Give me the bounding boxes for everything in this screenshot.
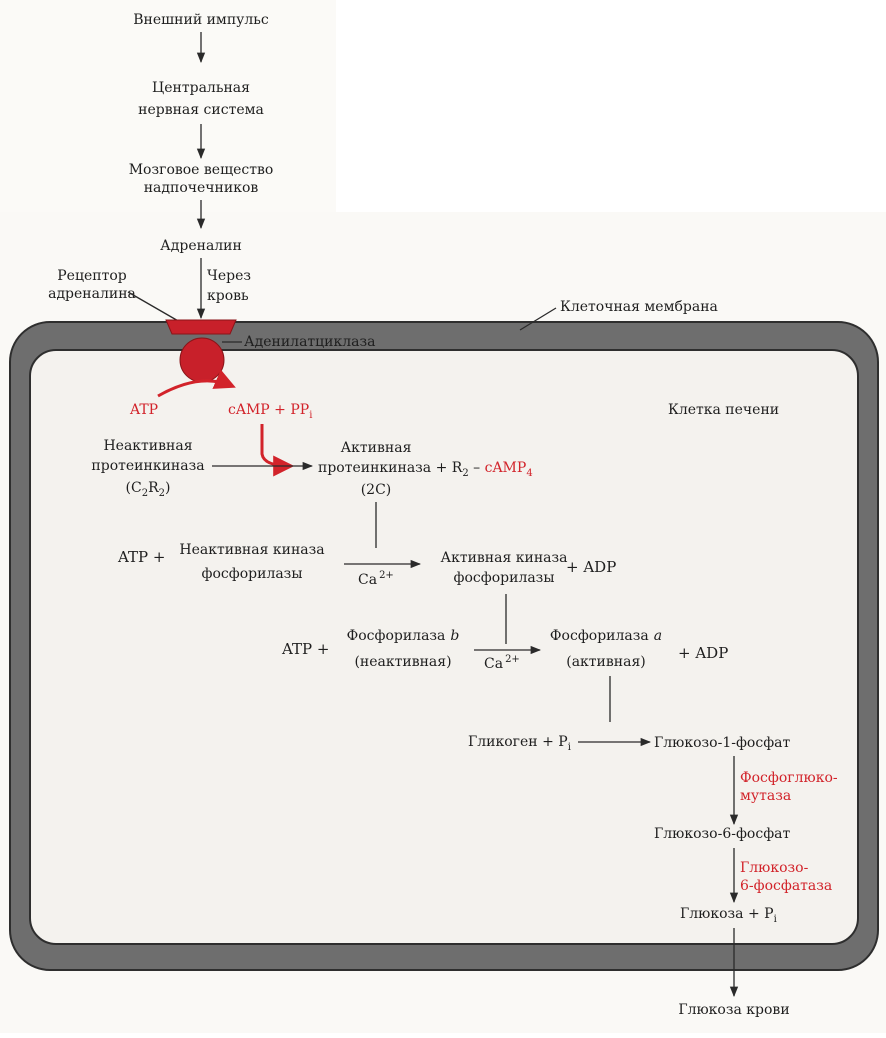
label-medulla-line2: надпочечников <box>144 180 259 196</box>
glycogen-main: Гликоген + P <box>468 734 568 750</box>
phosphorylase-b-letter: b <box>450 628 459 644</box>
page-bg-top-left <box>0 0 336 212</box>
label-phosphorylase-b-line2: (неактивная) <box>354 654 451 670</box>
label-via-blood-line1: Через <box>207 268 251 284</box>
label-via-blood-line2: кровь <box>207 288 249 304</box>
pk-formula-sub1: 2 <box>142 488 148 499</box>
label-camp-ppi: cAMP + PPi <box>228 402 312 421</box>
cell-interior <box>29 349 859 945</box>
pk-formula-mid: R <box>148 480 159 496</box>
pk-formula-open: (C <box>126 480 142 496</box>
label-inactive-kinase-line1: Неактивная киназа <box>179 542 324 558</box>
page-bg-top-right <box>336 0 886 212</box>
ca1-sup: 2+ <box>379 570 394 581</box>
active-pk-camp-sub: 4 <box>526 468 532 479</box>
label-medulla-line1: Мозговое вещество <box>129 162 274 178</box>
leader-cell-membrane <box>519 307 557 331</box>
active-pk-camp: cAMP <box>485 460 527 476</box>
label-active-kinase-line1: Активная киназа <box>440 550 567 566</box>
glycogen-sub: i <box>568 742 571 753</box>
label-active-pk-formula: (2C) <box>361 482 392 498</box>
active-pk-r-sub: 2 <box>462 468 468 479</box>
label-g6p: Глюкозо-6-фосфат <box>654 826 790 842</box>
ca1-main: Ca <box>358 572 377 588</box>
label-active-kinase-line2: фосфорилазы <box>454 570 555 586</box>
glucose-sub: i <box>774 914 777 925</box>
label-receptor-line1: Рецептор <box>57 268 126 284</box>
active-pk-dash: – <box>469 460 485 476</box>
label-atp-plus-1: ATP + <box>117 548 165 566</box>
label-cell-membrane: Клеточная мембрана <box>560 299 718 315</box>
label-atp-red: ATP <box>129 402 158 418</box>
label-blood-glucose: Глюкоза крови <box>678 1002 789 1018</box>
arrow-atp-camp <box>157 369 236 398</box>
label-external-impulse: Внешний импульс <box>133 12 269 28</box>
phosphorylase-b-word: Фосфорилаза <box>347 628 446 644</box>
label-inactive-pk-line1: Неактивная <box>103 438 192 454</box>
label-phosphoglucomutase-line1: Фосфоглюко- <box>740 770 838 786</box>
label-phosphoglucomutase-line2: мутаза <box>740 788 791 804</box>
pk-formula-close: ) <box>165 480 170 496</box>
label-glycogen: Гликоген + Pi <box>468 734 571 753</box>
label-glucose: Глюкоза + Pi <box>680 906 777 925</box>
leader-receptor <box>127 291 181 323</box>
camp-ppi-sub: i <box>309 410 312 421</box>
label-g1p: Глюкозо-1-фосфат <box>654 735 790 751</box>
adenylate-cyclase-shape <box>179 337 225 383</box>
label-adp-2: + ADP <box>678 644 728 662</box>
camp-ppi-main: cAMP + PP <box>228 402 309 418</box>
label-phosphorylase-a-line2: (активная) <box>566 654 646 670</box>
label-receptor-line2: адреналина <box>48 286 136 302</box>
label-adp-1: + ADP <box>566 558 616 576</box>
phosphorylase-a-letter: a <box>654 628 662 644</box>
label-adrenaline: Адреналин <box>160 238 242 254</box>
adrenaline-receptor-shape <box>165 319 237 335</box>
label-phosphorylase-a-line1: Фосфорилаза a <box>550 628 662 644</box>
label-active-pk-line1: Активная <box>341 440 412 456</box>
label-adenylate-cyclase: Аденилатциклаза <box>244 334 375 350</box>
label-inactive-pk-formula: (C2R2) <box>126 480 171 499</box>
ca2-sup: 2+ <box>505 654 520 665</box>
ca2-main: Ca <box>484 656 503 672</box>
pk-formula-sub2: 2 <box>159 488 165 499</box>
label-cns-line2: нервная система <box>138 102 264 118</box>
label-liver-cell: Клетка печени <box>668 402 779 418</box>
label-inactive-pk-line2: протеинкиназа <box>91 458 204 474</box>
glucose-main: Глюкоза + P <box>680 906 774 922</box>
label-inactive-kinase-line2: фосфорилазы <box>202 566 303 582</box>
label-atp-plus-2: ATP + <box>281 640 329 658</box>
phosphorylase-a-word: Фосфорилаза <box>550 628 649 644</box>
label-g6pase-line1: Глюкозо- <box>740 860 809 876</box>
label-cns-line1: Центральная <box>152 80 250 96</box>
label-active-pk-line2: протеинкиназа + R2 – cAMP4 <box>318 460 533 479</box>
label-g6pase-line2: 6-фосфатаза <box>740 878 832 894</box>
active-pk-main: протеинкиназа + R <box>318 460 463 476</box>
